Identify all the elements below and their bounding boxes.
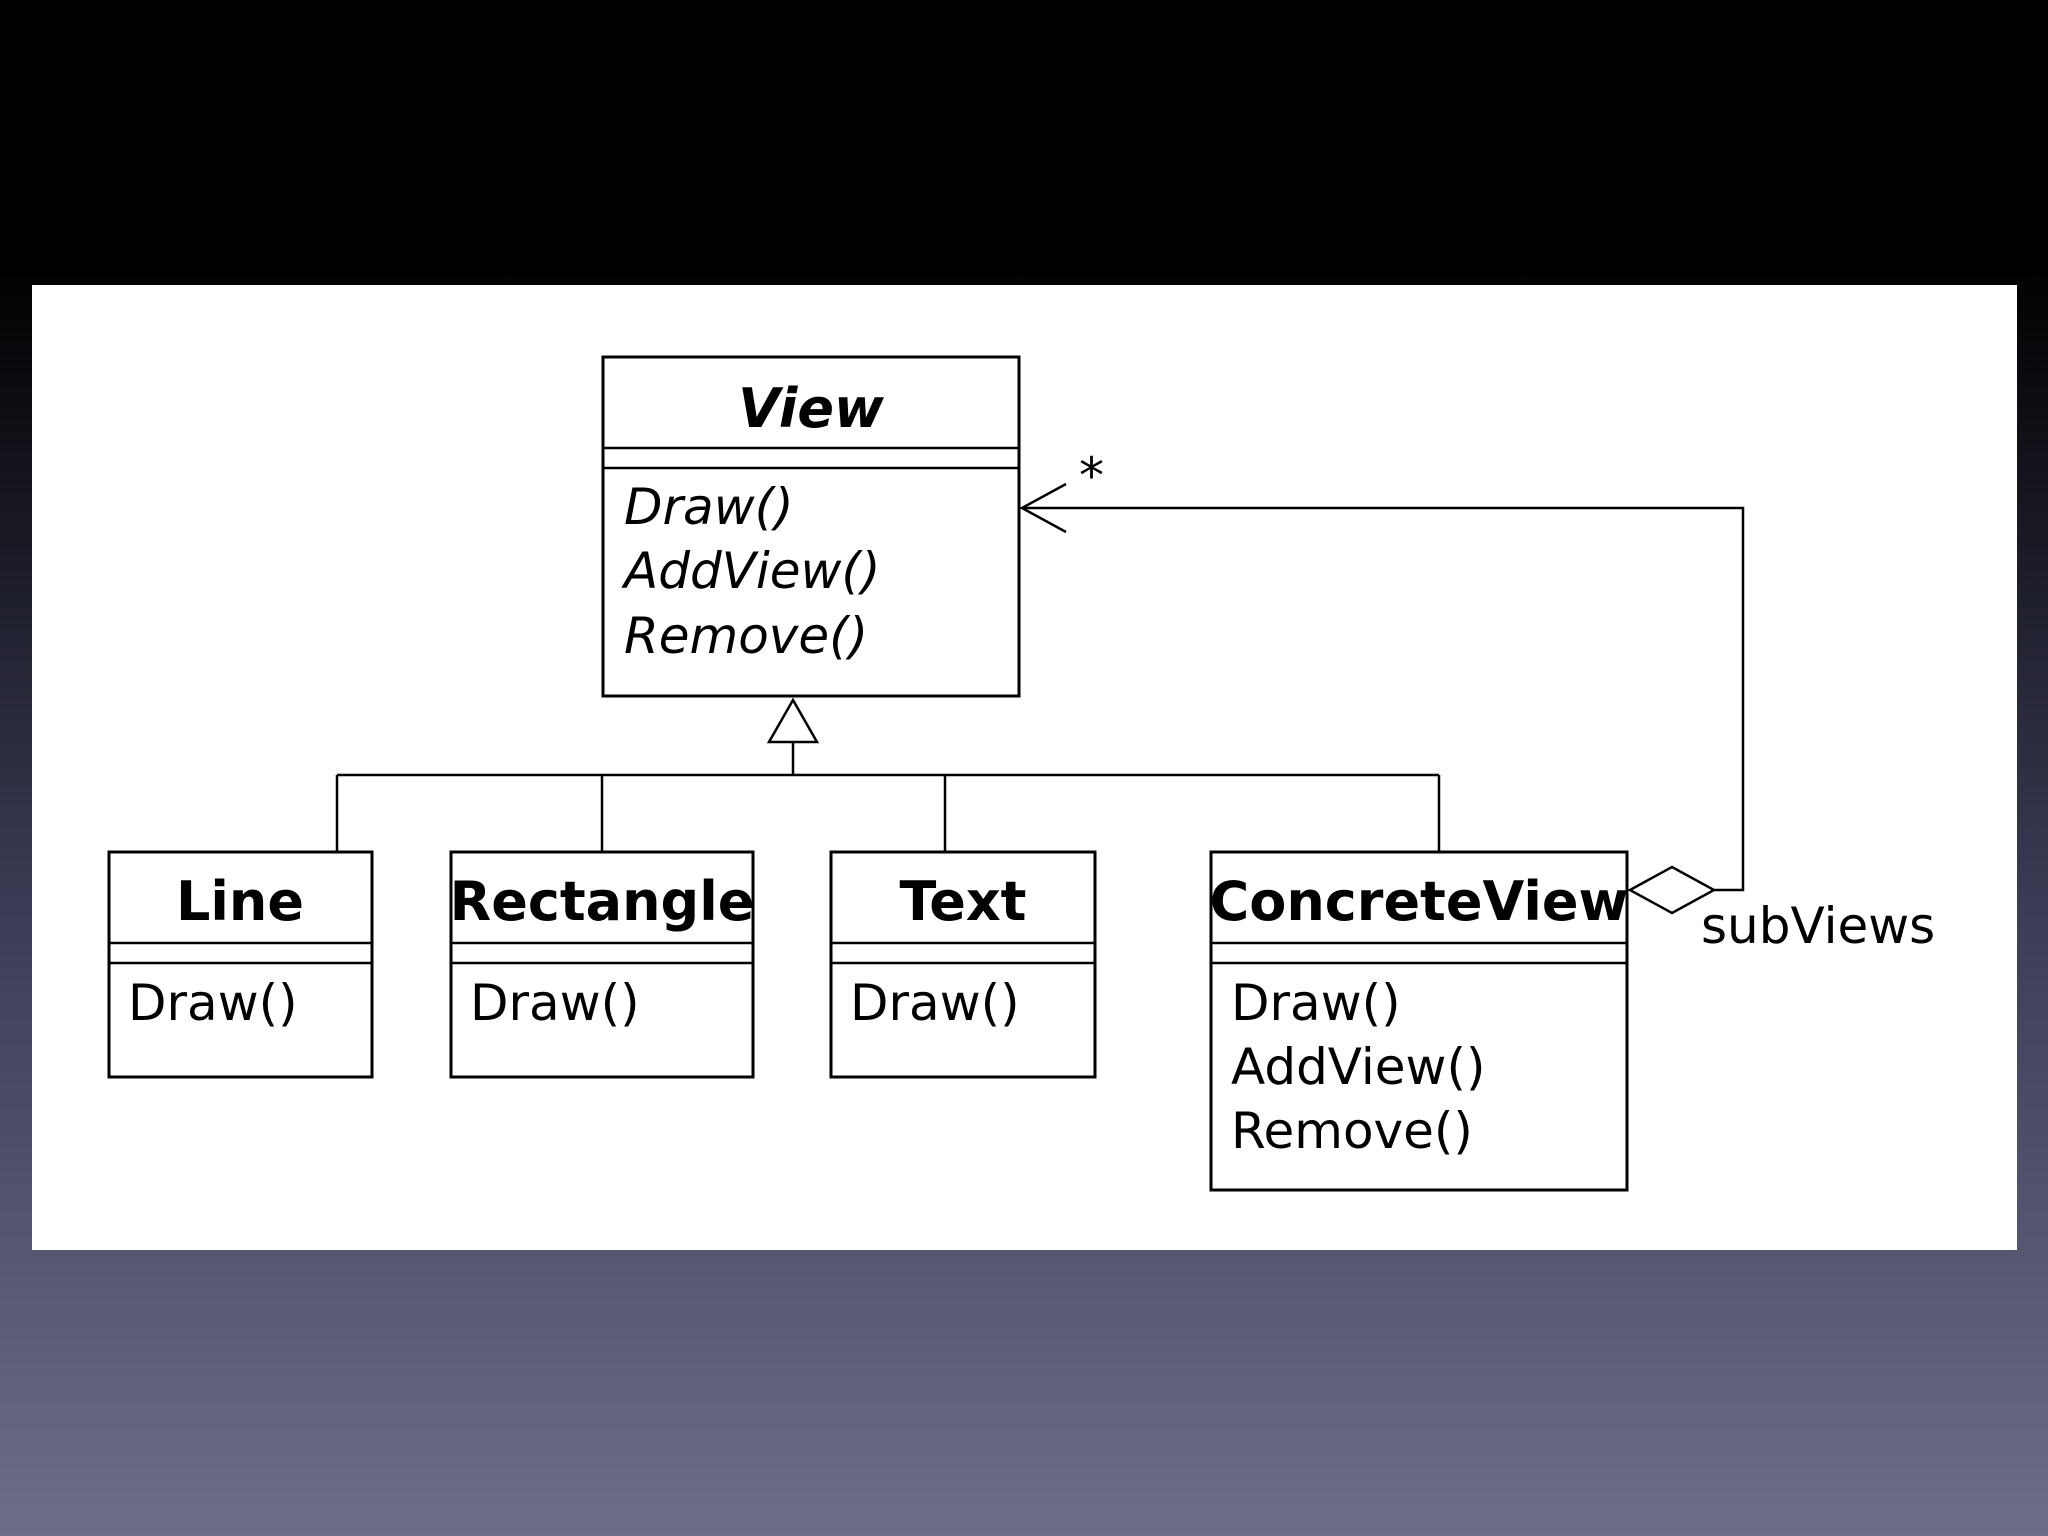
- class-view-box: [601, 355, 1021, 698]
- class-line-box: [107, 850, 374, 1079]
- class-line-op-draw: Draw(): [128, 974, 298, 1032]
- inheritance-connector: [335, 697, 1441, 852]
- class-view-op-remove: Remove(): [624, 607, 868, 665]
- aggregation-multiplicity: *: [1079, 447, 1104, 505]
- class-concreteview: ConcreteView Draw() AddView() Remove(): [1209, 850, 1629, 1192]
- class-view-op-draw: Draw(): [624, 478, 794, 536]
- inheritance-arrowhead: [766, 697, 820, 744]
- class-text-op-draw: Draw(): [850, 974, 1020, 1032]
- aggregation-open-arrowhead: [1019, 482, 1067, 534]
- class-rectangle-box: [449, 850, 755, 1079]
- class-rectangle-op-draw: Draw(): [470, 974, 640, 1032]
- class-line-name: Line: [176, 870, 304, 933]
- class-concreteview-op-addview: AddView(): [1231, 1038, 1485, 1096]
- class-text-box: [829, 850, 1097, 1079]
- class-concreteview-op-remove: Remove(): [1231, 1102, 1473, 1160]
- aggregation-role-label: subViews: [1701, 897, 1935, 955]
- class-concreteview-op-draw: Draw(): [1231, 974, 1401, 1032]
- class-view-name: View: [738, 377, 885, 440]
- class-line: Line Draw(): [107, 850, 374, 1079]
- class-view-op-addview: AddView(): [621, 542, 880, 600]
- class-concreteview-name: ConcreteView: [1210, 870, 1629, 933]
- class-view: View Draw() AddView() Remove(): [601, 355, 1021, 698]
- class-rectangle-name: Rectangle: [450, 870, 755, 933]
- class-text-name: Text: [900, 870, 1027, 933]
- slide-panel: [32, 285, 2017, 1250]
- class-rectangle: Rectangle Draw(): [449, 850, 755, 1079]
- class-text: Text Draw(): [829, 850, 1097, 1079]
- aggregation-connector: * subViews: [1019, 447, 1935, 955]
- aggregation-path: [1022, 506, 1745, 892]
- class-concreteview-box: [1209, 850, 1629, 1192]
